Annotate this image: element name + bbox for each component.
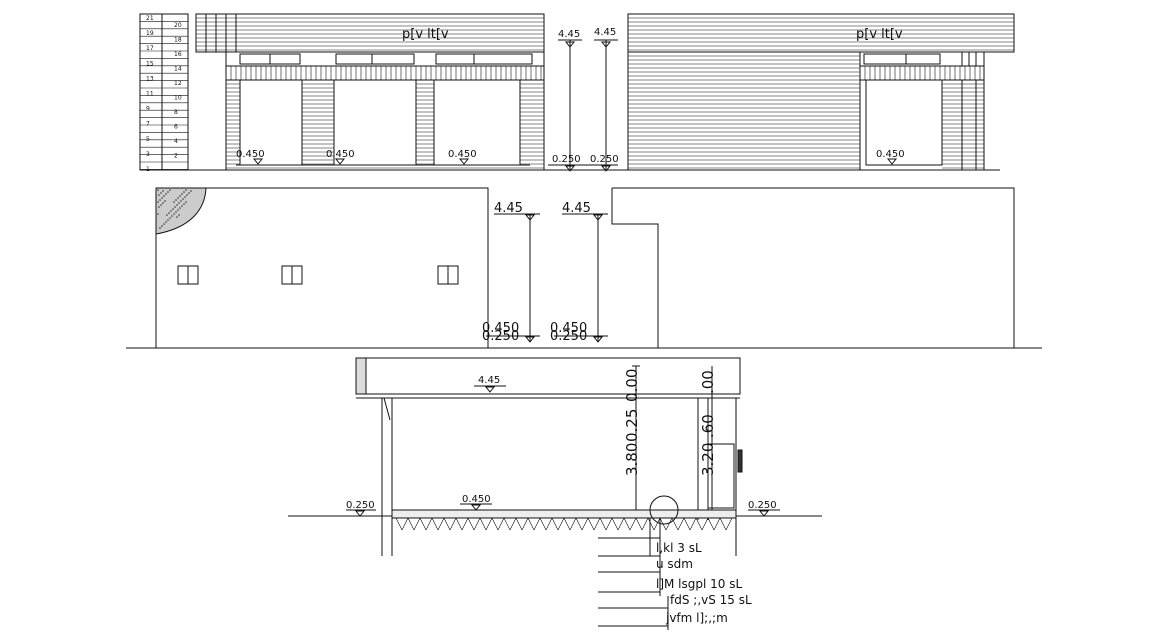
section-height-top: 0.00 [623,369,641,402]
stair-number-right: 2 [174,153,178,160]
cross-section [288,357,822,630]
stair-number-left: 5 [146,136,150,143]
stair-number-right: 12 [174,80,182,87]
stair-number-right: 16 [174,51,182,58]
rear-bottom-right-b: 0.250 [550,329,587,344]
stair-number-right: 20 [174,22,182,29]
front-left-building [195,13,545,171]
front-level-4: 0.450 [876,149,905,160]
rear-elevation [126,187,1042,349]
section-roof-slab [355,357,741,395]
stair-number-left: 19 [146,30,154,37]
stair-step-lines [140,13,188,170]
front-opening-3 [433,79,521,166]
section-right-height-b: .60 [699,414,717,438]
section-floor-bed [391,509,737,519]
stair-number-right: 14 [174,66,182,73]
section-height-main: 3.80 [623,443,641,476]
front-left-label: p[v lt[v [402,27,449,42]
section-floor-level: 0.450 [462,494,491,505]
front-bottom-left-level: 0.250 [552,154,581,165]
stair-number-left: 11 [146,91,154,98]
stair-number-left: 17 [146,45,154,52]
rear-top-right-level: 4.45 [562,201,591,216]
rear-bottom-right-a: 0.450 [550,321,587,336]
stair-number-left: 9 [146,106,150,113]
front-right-building [627,13,1015,171]
rear-hatch-corner [155,187,207,235]
rear-bottom-left-a: 0.450 [482,321,519,336]
front-bottom-right-level: 0.250 [590,154,619,165]
layer-note-2: u sdm [656,557,693,571]
section-ground-right: 0.250 [748,500,777,511]
front-opening-2 [333,79,417,166]
stair-number-right: 4 [174,138,178,145]
front-top-left-level: 4.45 [558,29,580,40]
stair-number-right: 6 [174,124,178,131]
front-right-label: p[v lt[v [856,27,903,42]
rear-right-wall [611,187,1015,348]
front-elevation: 21 19 17 15 13 11 9 7 5 3 1 20 18 16 14 12 10 8 6 4 2 [139,13,1015,173]
stair-numbers: 21 19 17 15 13 11 9 7 5 3 1 20 18 16 14 12 10 8 6 4 2 [146,15,182,173]
stair-number-right: 18 [174,37,182,44]
stair-number-left: 13 [146,75,154,82]
layer-note-leaders [598,518,669,630]
layer-note-3: l]M lsgpl 10 sL [656,577,742,591]
front-level-markers [252,39,898,172]
stair-number-left: 1 [146,166,150,173]
stair-number-right: 10 [174,95,182,102]
layer-note-5: jvfm l];,;m [665,611,728,625]
rear-left-wall [155,187,489,349]
section-height-mid: 0.25 [623,409,641,442]
section-detail-circle [649,495,679,525]
layer-note-4: fdS ;,vS 15 sL [670,593,752,607]
section-slab-level: 4.45 [478,375,500,386]
stair-number-left: 21 [146,15,154,22]
front-opening-4 [865,79,943,166]
section-right-height-a: 3.20 [699,443,717,476]
drawing-labels: p[v lt[v p[v lt[v 4.45 4.45 0.450 0.450 … [236,27,905,625]
front-level-1: 0.450 [236,149,265,160]
section-right-height-c: .00 [699,370,717,394]
stair-block: 21 19 17 15 13 11 9 7 5 3 1 20 18 16 14 12 10 8 6 4 2 [139,13,189,173]
stair-number-right: 8 [174,109,178,116]
stair-number-left: 3 [146,151,150,158]
stair-number-left: 15 [146,60,154,67]
rear-bottom-left-b: 0.250 [482,329,519,344]
front-level-3: 0.450 [448,149,477,160]
rear-windows [177,265,459,285]
front-level-2: 0.450 [326,149,355,160]
section-ground-left: 0.250 [346,500,375,511]
front-top-right-level: 4.45 [594,27,616,38]
rear-top-left-level: 4.45 [494,201,523,216]
layer-note-1: l,kl 3 sL [656,541,702,555]
stair-number-left: 7 [146,121,150,128]
